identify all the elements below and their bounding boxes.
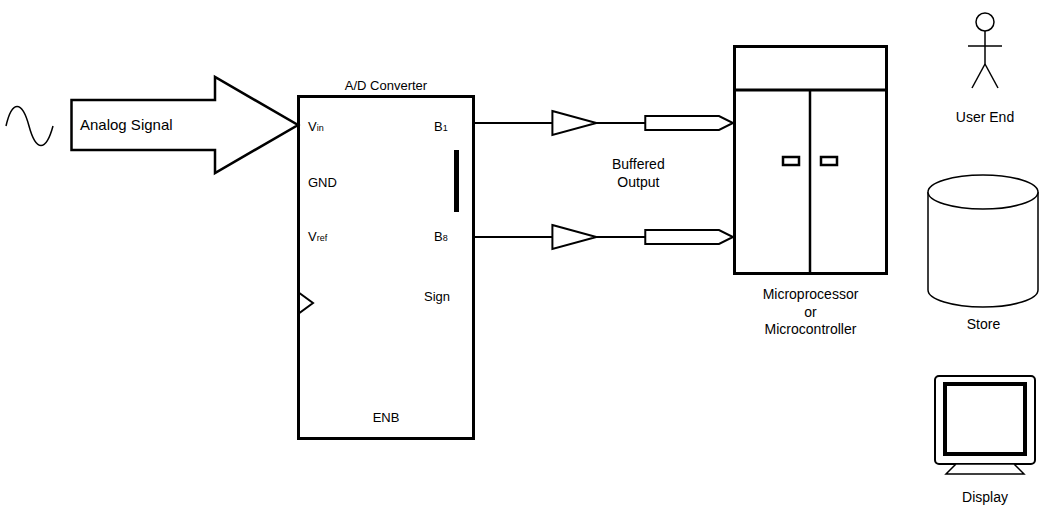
bus-bar xyxy=(454,150,459,212)
sine-symbol xyxy=(6,107,53,146)
icon-caption: User End xyxy=(956,109,1014,125)
pin-name: GND xyxy=(308,176,337,191)
data-line xyxy=(475,111,733,135)
pin-name: B1 xyxy=(434,120,448,135)
clock-triangle xyxy=(298,292,313,314)
store-cylinder: Store xyxy=(925,172,1042,337)
signal-label: Analog Signal xyxy=(80,116,173,133)
micro-handle xyxy=(783,157,799,165)
pin-name: Vref xyxy=(308,230,327,245)
processor-box: Microprocessor or Microcontroller xyxy=(733,45,888,275)
micro-door-divider xyxy=(809,90,812,274)
user-icon: User End xyxy=(945,8,1025,133)
bus-label: Buffered Output xyxy=(612,156,665,191)
block-title: A/D Converter xyxy=(300,79,472,94)
converter-box: A/D ConverterVinGNDVrefB1B8SignENB xyxy=(297,95,475,440)
icon-caption: Store xyxy=(967,316,1000,332)
pin-name: Sign xyxy=(424,290,450,305)
data-line xyxy=(475,225,733,249)
pin-name: Vin xyxy=(308,120,324,135)
micro-handle xyxy=(821,157,837,165)
pin-name: ENB xyxy=(300,411,472,426)
pin-name: B8 xyxy=(434,230,448,245)
display-monitor: Display xyxy=(930,372,1040,517)
icon-caption: Display xyxy=(962,489,1008,505)
signal-arrow: Analog Signal xyxy=(70,75,300,175)
store-cylinder-outline xyxy=(925,172,1042,337)
processor-caption: Microprocessor or Microcontroller xyxy=(763,286,859,339)
